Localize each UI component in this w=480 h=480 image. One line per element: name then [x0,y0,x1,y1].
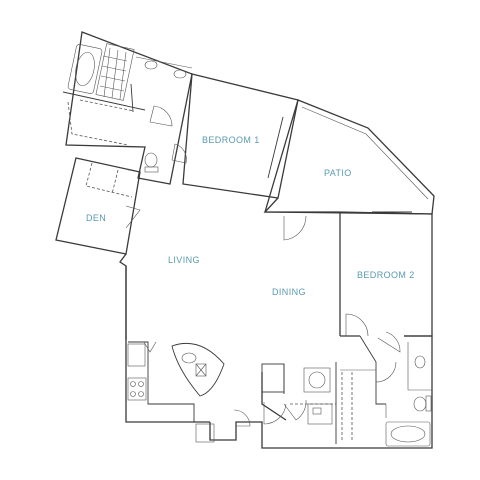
room-label-living: LIVING [168,255,200,265]
bathtub-icon [385,421,431,447]
washer-icon [303,367,331,393]
sink-icon [135,56,193,79]
door-swing-icon [149,105,173,127]
bedroom-1: BEDROOM 1 [171,73,299,199]
room-label-bedroom-1: BEDROOM 1 [202,135,260,145]
stove-icon [127,377,147,401]
kitchen-island [171,342,225,397]
door-swing-icon [263,399,307,425]
toilet-icon [413,395,432,412]
bedroom-2: BEDROOM 2 [339,211,433,353]
bath-2 [340,335,433,449]
toilet-icon [144,152,159,173]
door-swing-icon [171,143,187,164]
living-dining: LIVING DINING [119,197,341,449]
door-swing-icon [125,205,141,229]
shower-icon [95,43,135,101]
room-label-dining: DINING [272,287,306,297]
den: DEN [55,157,141,255]
bathtub-icon [67,44,103,94]
door-swing-icon [345,313,401,353]
sink-icon [407,342,432,391]
door-swing-icon [375,361,397,418]
room-label-patio: PATIO [324,168,352,178]
kitchen [127,341,225,443]
master-bath [62,31,193,185]
patio: PATIO [264,99,435,215]
laundry-hall [261,362,337,444]
door-swing-icon [233,215,307,427]
room-label-den: DEN [86,213,106,223]
dryer-icon [307,403,333,425]
room-label-bedroom-2: BEDROOM 2 [357,270,415,280]
refrigerator-icon [127,343,146,367]
